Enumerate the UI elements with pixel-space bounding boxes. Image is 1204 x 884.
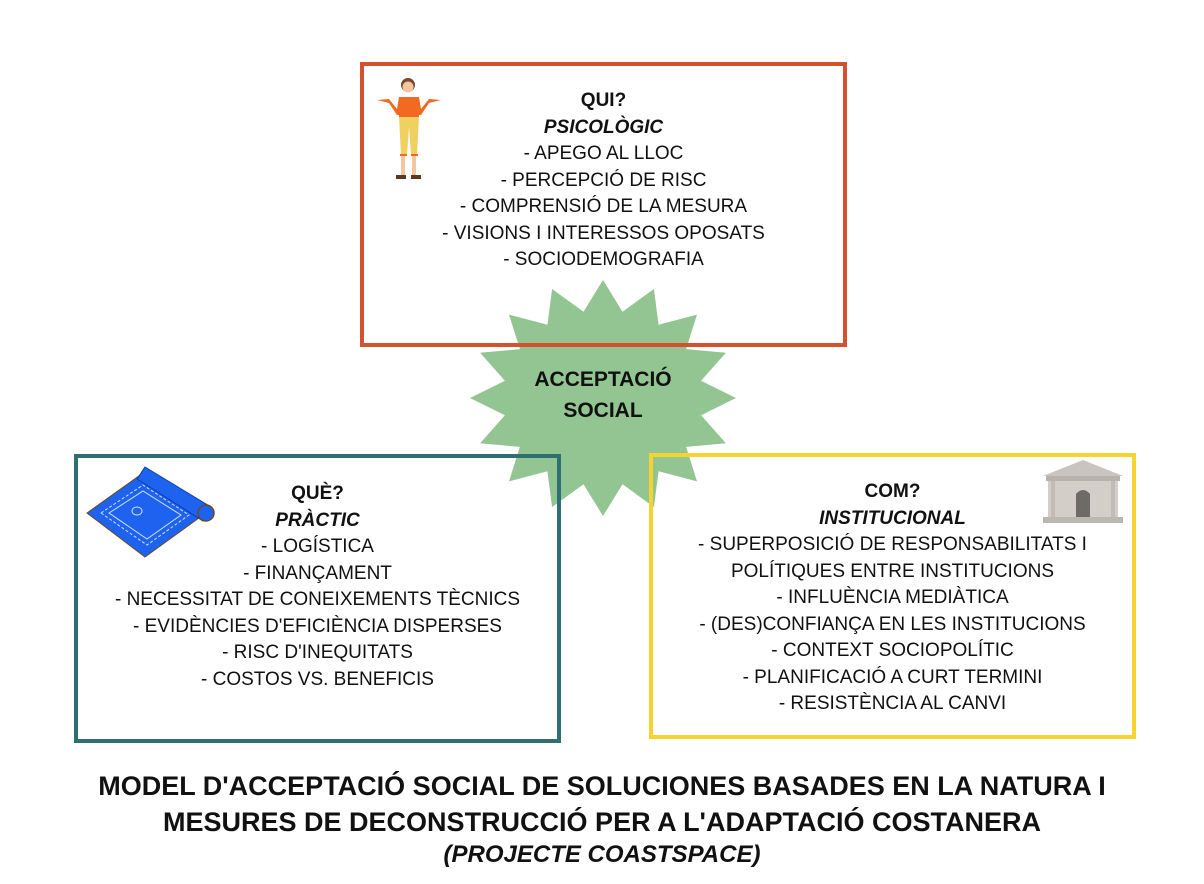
box-category: INSTITUCIONAL bbox=[819, 507, 966, 529]
list-item: POLÍTIQUES ENTRE INSTITUCIONS bbox=[730, 560, 1055, 582]
list-item: - FINANÇAMENT bbox=[243, 562, 392, 584]
list-item: - CONTEXT SOCIOPOLÍTIC bbox=[771, 640, 1014, 661]
box-question: QUÈ? bbox=[291, 483, 344, 504]
list-item: - SOCIODEMOGRAFIA bbox=[503, 249, 704, 270]
list-item: - SUPERPOSICIÓ DE RESPONSABILITATS I bbox=[698, 534, 1087, 555]
list-item: - INFLUÈNCIA MEDIÀTICA bbox=[776, 587, 1009, 608]
list-item: - APEGO AL LLOC bbox=[523, 143, 684, 164]
box-question: QUI? bbox=[580, 90, 627, 111]
list-item: - RISC D'INEQUITATS bbox=[222, 642, 413, 663]
list-item: - NECESSITAT DE CONEIXEMENTS TÈCNICS bbox=[114, 589, 521, 610]
list-item: - PERCEPCIÓ DE RISC bbox=[500, 169, 707, 191]
list-item: - PLANIFICACIÓ A CURT TERMINI bbox=[742, 666, 1043, 688]
title-line1: MODEL D'ACCEPTACIÓ SOCIAL DE SOLUCIONES … bbox=[98, 771, 1106, 801]
list-item: - (DES)CONFIANÇA EN LES INSTITUCIONS bbox=[699, 613, 1086, 635]
box-question: COM? bbox=[864, 481, 921, 502]
list-item: - EVIDÈNCIES D'EFICIÈNCIA DISPERSES bbox=[133, 615, 502, 637]
box-category: PRÀCTIC bbox=[275, 509, 360, 531]
box-practical: QUÈ? PRÀCTIC - LOGÍSTICA - FINANÇAMENT -… bbox=[74, 454, 561, 743]
center-label: ACCEPTACIÓ SOCIAL bbox=[470, 364, 736, 426]
list-item: - VISIONS I INTERESSOS OPOSATS bbox=[442, 222, 765, 244]
list-item: - COSTOS VS. BENEFICIS bbox=[201, 668, 434, 690]
blueprint-icon bbox=[86, 466, 215, 558]
person-shrugging-icon bbox=[377, 78, 441, 179]
diagram-title: MODEL D'ACCEPTACIÓ SOCIAL DE SOLUCIONES … bbox=[0, 768, 1204, 870]
center-line2: SOCIAL bbox=[563, 399, 643, 422]
box-institutional: COM? INSTITUCIONAL - SUPERPOSICIÓ DE RES… bbox=[649, 453, 1136, 739]
list-item: - RESISTÈNCIA AL CANVI bbox=[778, 693, 1007, 714]
box-psychological: QUI? PSICOLÒGIC - APEGO AL LLOC - PERCEP… bbox=[360, 62, 847, 347]
center-line1: ACCEPTACIÓ bbox=[534, 368, 672, 391]
box-category: PSICOLÒGIC bbox=[543, 116, 664, 138]
title-line2: MESURES DE DECONSTRUCCIÓ PER A L'ADAPTAC… bbox=[163, 807, 1041, 837]
list-item: - COMPRENSIÓ DE LA MESURA bbox=[459, 196, 748, 217]
subtitle: (PROJECTE COASTSPACE) bbox=[443, 841, 761, 868]
institution-building-icon bbox=[1043, 460, 1123, 523]
list-item: - LOGÍSTICA bbox=[261, 536, 374, 557]
